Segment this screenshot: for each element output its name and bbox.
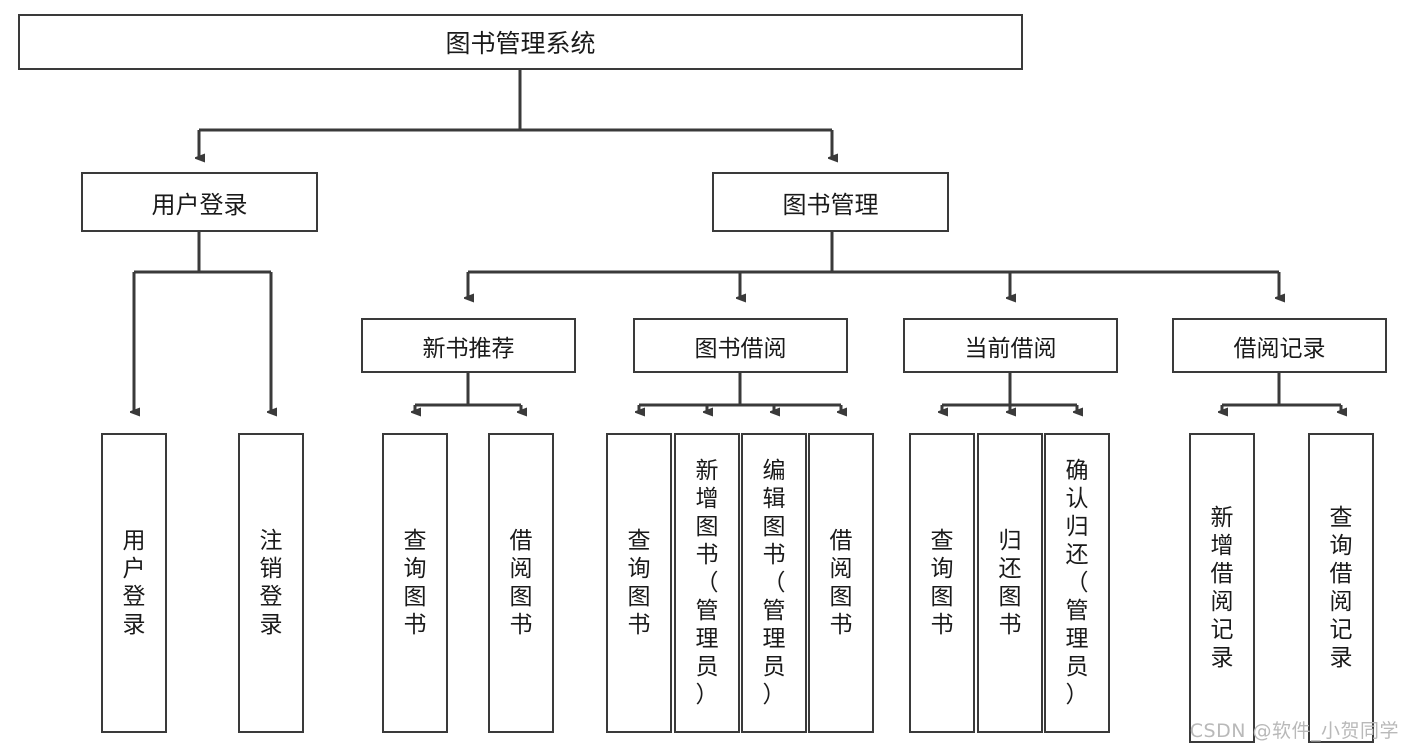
node-book-management-label: 图书管理 <box>782 190 879 219</box>
node-user-login-label: 用户登录 <box>151 190 248 219</box>
node-book-management[interactable]: 图书管理 <box>712 172 949 232</box>
leaf-user-login-logout[interactable]: 注 销 登 录 <box>238 433 304 733</box>
node-root-book-management-system[interactable]: 图书管理系统 <box>18 14 1023 70</box>
leaf-label: 编 辑 图 书 （ 管 理 员 ） <box>762 457 786 709</box>
leaf-borrow-add-book-admin[interactable]: 新 增 图 书 （ 管 理 员 ） <box>674 433 740 733</box>
node-book-borrow-label: 图书借阅 <box>694 335 787 362</box>
leaf-label: 借 阅 图 书 <box>829 527 853 639</box>
leaf-borrow-borrow-book[interactable]: 借 阅 图 书 <box>808 433 874 733</box>
node-borrow-record[interactable]: 借阅记录 <box>1172 318 1387 373</box>
leaf-label: 新 增 借 阅 记 录 <box>1210 504 1234 672</box>
leaf-current-query-book[interactable]: 查 询 图 书 <box>909 433 975 733</box>
leaf-borrow-edit-book-admin[interactable]: 编 辑 图 书 （ 管 理 员 ） <box>741 433 807 733</box>
leaf-new-book-borrow-book[interactable]: 借 阅 图 书 <box>488 433 554 733</box>
leaf-label: 查 询 图 书 <box>930 527 954 639</box>
node-new-book-recommend[interactable]: 新书推荐 <box>361 318 576 373</box>
leaf-label: 查 询 图 书 <box>627 527 651 639</box>
leaf-label: 新 增 图 书 （ 管 理 员 ） <box>695 457 719 709</box>
leaf-label: 查 询 借 阅 记 录 <box>1329 504 1353 672</box>
leaf-borrow-query-book[interactable]: 查 询 图 书 <box>606 433 672 733</box>
leaf-user-login-login[interactable]: 用 户 登 录 <box>101 433 167 733</box>
node-root-label: 图书管理系统 <box>445 29 596 58</box>
leaf-label: 注 销 登 录 <box>259 527 283 639</box>
leaf-label: 归 还 图 书 <box>998 527 1022 639</box>
leaf-current-return-book[interactable]: 归 还 图 书 <box>977 433 1043 733</box>
leaf-label: 借 阅 图 书 <box>509 527 533 639</box>
node-borrow-record-label: 借阅记录 <box>1233 335 1326 362</box>
leaf-record-query-borrow-record[interactable]: 查 询 借 阅 记 录 <box>1308 433 1374 743</box>
node-book-borrow[interactable]: 图书借阅 <box>633 318 848 373</box>
node-user-login[interactable]: 用户登录 <box>81 172 318 232</box>
watermark-csdn: CSDN @软件_小贺同学 <box>1189 720 1399 742</box>
leaf-record-add-borrow-record[interactable]: 新 增 借 阅 记 录 <box>1189 433 1255 743</box>
leaf-new-book-query-book[interactable]: 查 询 图 书 <box>382 433 448 733</box>
node-current-borrow-label: 当前借阅 <box>964 335 1057 362</box>
leaf-current-confirm-return-admin[interactable]: 确 认 归 还 （ 管 理 员 ） <box>1044 433 1110 733</box>
leaf-label: 确 认 归 还 （ 管 理 员 ） <box>1065 457 1089 709</box>
node-current-borrow[interactable]: 当前借阅 <box>903 318 1118 373</box>
node-new-book-recommend-label: 新书推荐 <box>422 335 515 362</box>
leaf-label: 查 询 图 书 <box>403 527 427 639</box>
leaf-label: 用 户 登 录 <box>122 527 146 639</box>
